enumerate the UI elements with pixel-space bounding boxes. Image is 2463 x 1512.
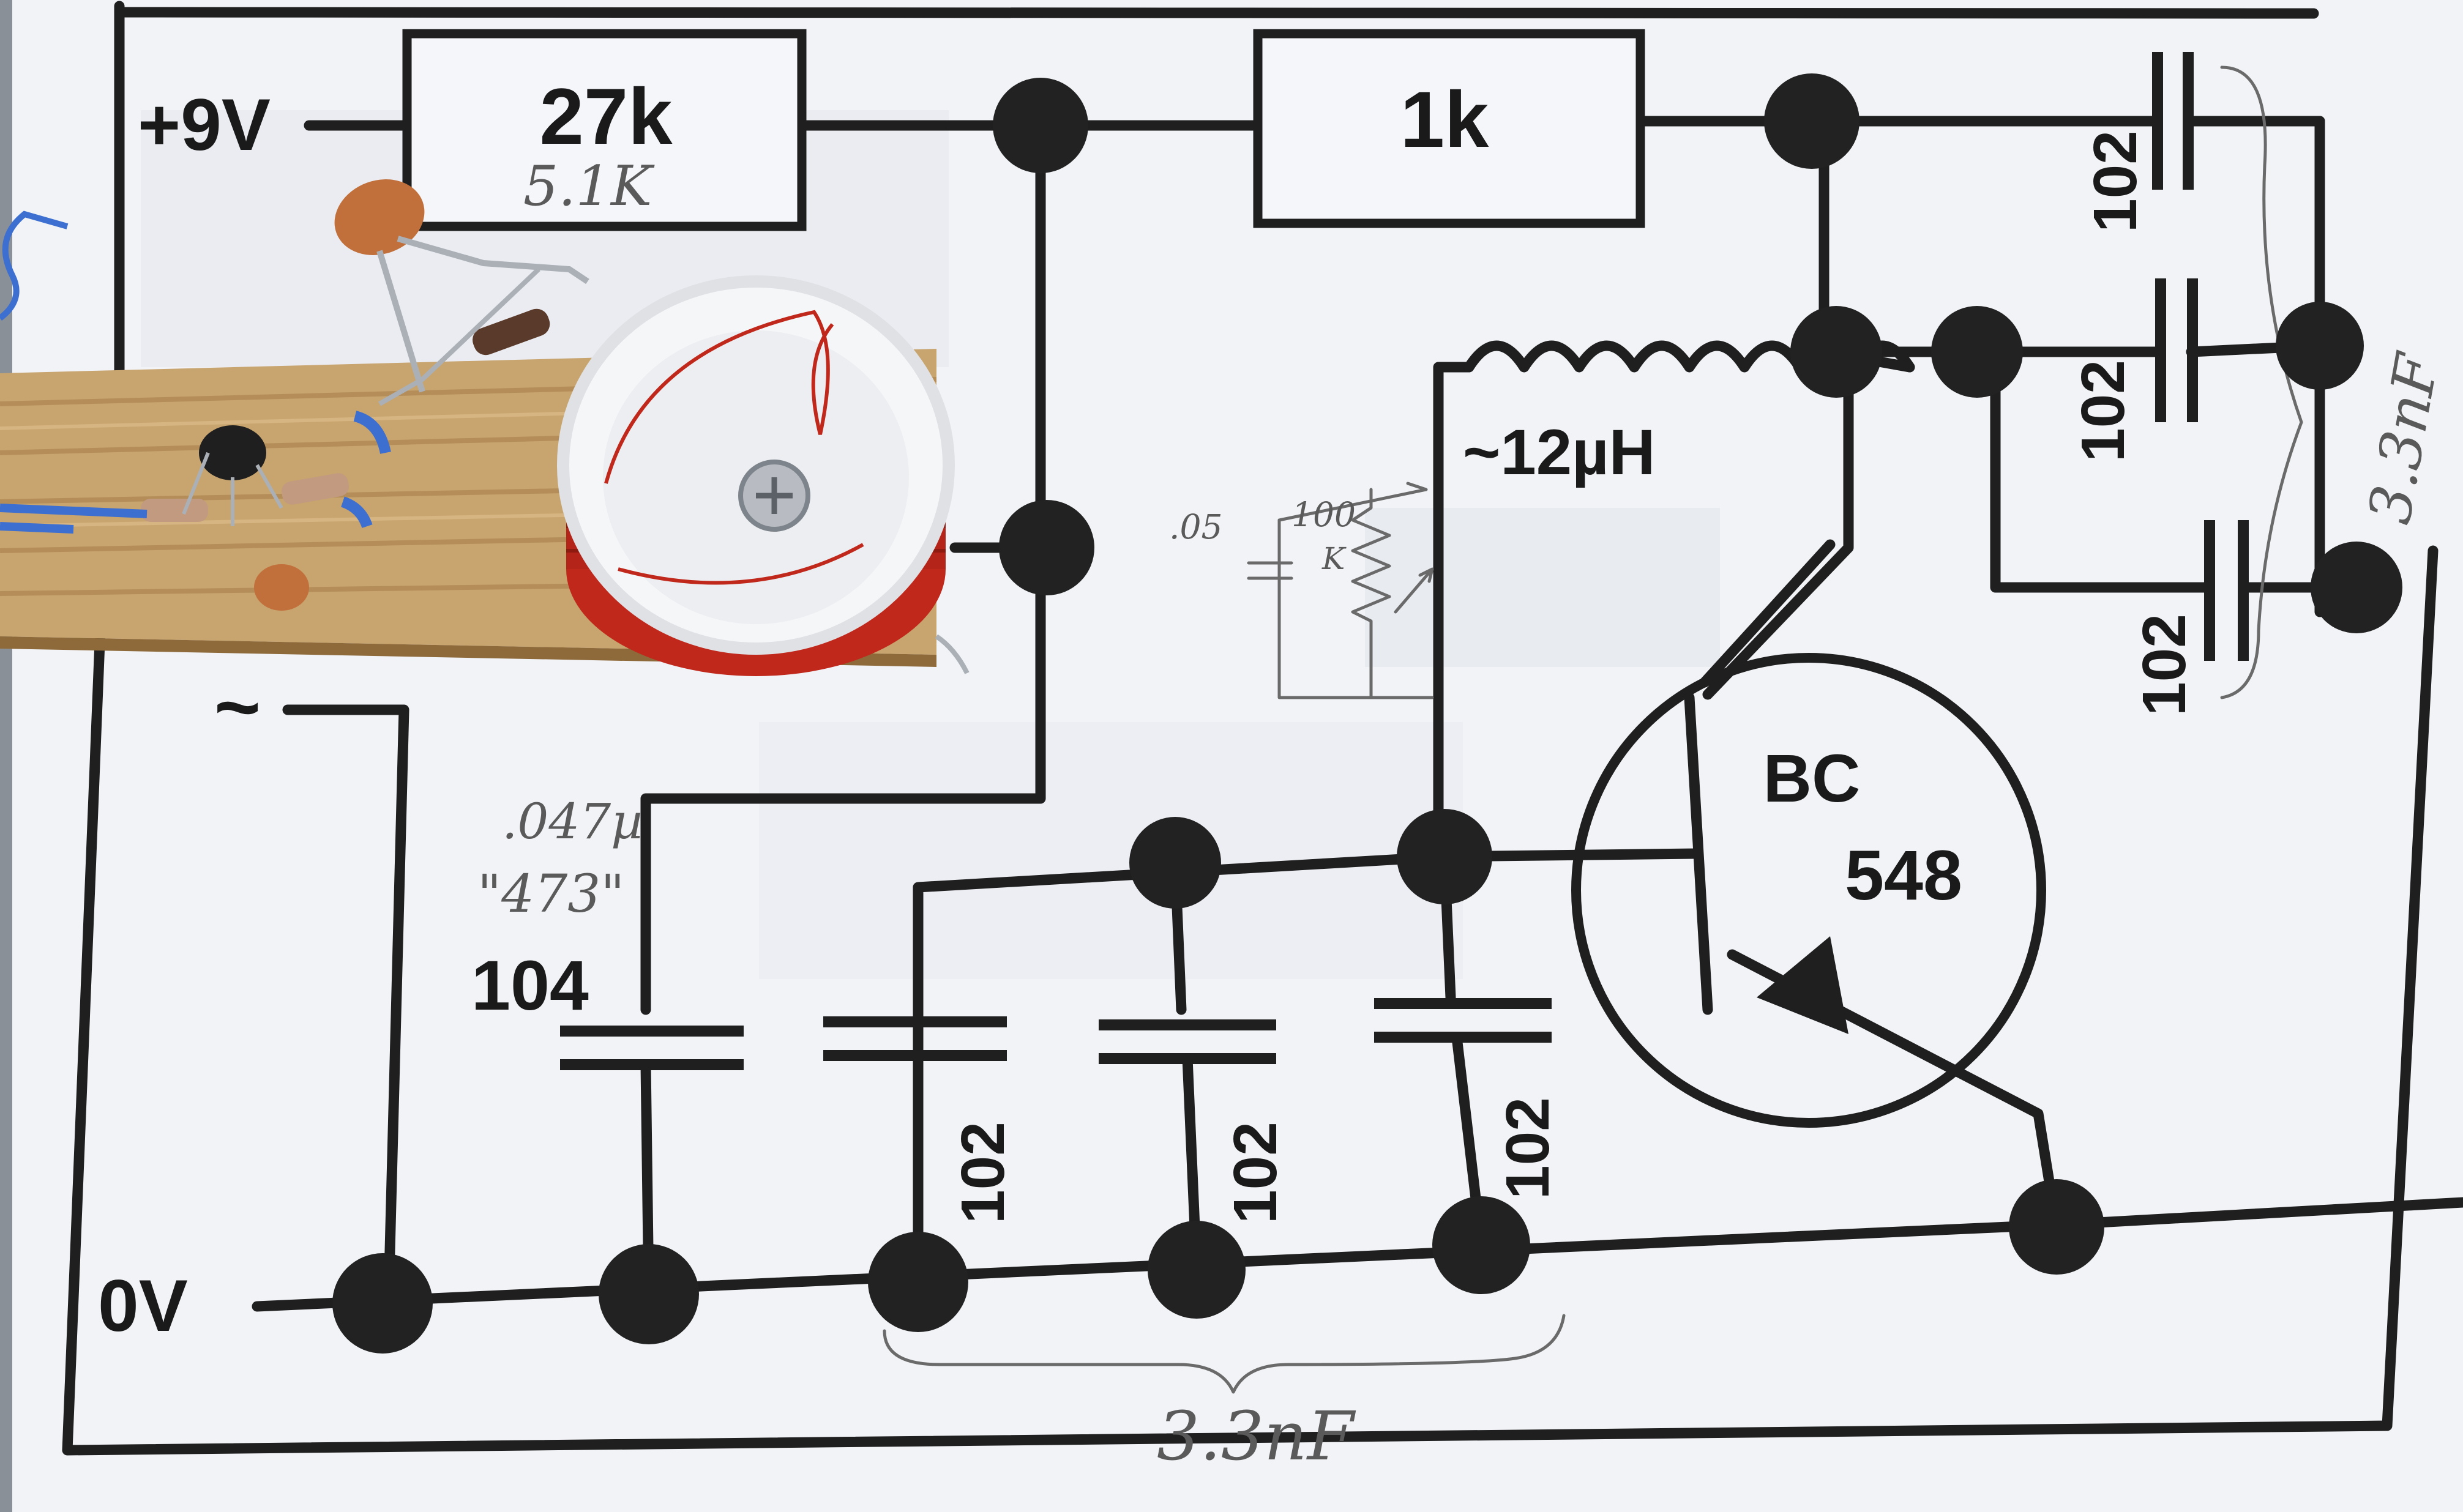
coupling-cap-note-1: .047µ: [502, 793, 643, 850]
transistor-type-line1: BC: [1763, 741, 1861, 816]
collector-cap-3-value: 102: [2130, 614, 2199, 716]
ladder-cap-3-value: 102: [1493, 1097, 1562, 1199]
ladder-cap-2-value: 102: [1221, 1122, 1290, 1224]
pot-value-annotation: 100: [1291, 495, 1356, 534]
schematic-frame: [62, 1, 2439, 1456]
ceramic-capacitor: [254, 179, 589, 611]
transistor-type-line2: 548: [1845, 836, 1962, 915]
small-resistors: [141, 308, 550, 522]
coupling-cap-value: 104: [471, 947, 589, 1025]
resistor-27k: 27k 5.1K: [402, 29, 807, 231]
output-label: ~: [214, 662, 261, 751]
resistor-1k: 1k: [1253, 29, 1645, 228]
resistor-27k-value: 27k: [540, 72, 673, 161]
coupling-cap-note-2: "473": [477, 864, 624, 925]
base-ladder: 104 .047µ "473" 102 102 102: [471, 793, 1562, 1303]
supply-label: +9V: [138, 84, 271, 166]
resistor-27k-note: 5.1K: [523, 154, 655, 218]
coil-cap: [557, 275, 955, 676]
collector-cap-2-value: 102: [2069, 360, 2137, 462]
ladder-cap-1-value: 102: [949, 1122, 1017, 1224]
right-brace: [2220, 65, 2303, 699]
transistor-bc548: BC 548: [1433, 539, 2062, 1232]
inductor-value: ~12µH: [1463, 417, 1655, 488]
npn-transistor-icon: [1571, 653, 2046, 1128]
pot-unit-annotation: K: [1321, 541, 1347, 576]
bottom-brace: [883, 1314, 1566, 1394]
pencil-pot-sketch: .05 100 K: [1169, 482, 1434, 699]
resistor-1k-value: 1k: [1400, 75, 1489, 164]
bottom-total-annotation: 3.3nF: [1157, 1397, 1356, 1475]
transistor-package: [182, 425, 283, 526]
ground-label: 0V: [98, 1265, 188, 1347]
collector-wire: [1702, 352, 1854, 700]
collector-cap-1-value: 102: [2081, 130, 2150, 233]
junctions: [332, 73, 2402, 1354]
pot-cap-annotation: .05: [1169, 507, 1222, 546]
emitter-arrow: [1757, 936, 1848, 1034]
hookup-wires: [0, 210, 970, 674]
